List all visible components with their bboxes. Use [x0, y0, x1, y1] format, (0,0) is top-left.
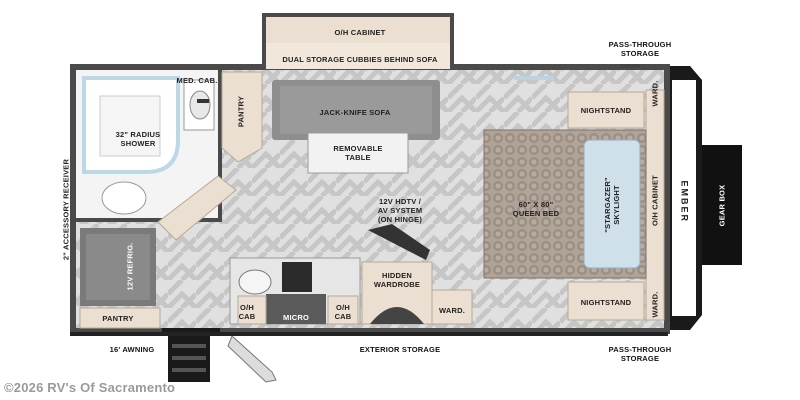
toilet [101, 181, 147, 215]
gear-box-label: GEAR BOX [717, 184, 727, 227]
label-oh-cabinet-top: O/H CABINET [334, 28, 386, 37]
gear-box [702, 145, 742, 265]
label-ward-bottom-center: WARD. [439, 306, 465, 315]
label-med-cab: MED. CAB. [176, 76, 218, 85]
label-ward-top: WARD. [650, 80, 660, 107]
label-micro: MICRO [283, 313, 309, 322]
label-ward-bottom-right: WARD. [650, 291, 660, 318]
label-oh-cab-2: O/H CAB [334, 303, 352, 321]
label-awning: 16' AWNING [109, 345, 155, 354]
label-exterior-storage: EXTERIOR STORAGE [359, 345, 441, 354]
label-radius-shower: 32" RADIUS SHOWER [115, 130, 161, 148]
label-pass-through-bottom: PASS-THROUGH STORAGE [608, 345, 672, 363]
label-pass-through-top: PASS-THROUGH STORAGE [608, 40, 672, 58]
label-oh-cab-1: O/H CAB [238, 303, 256, 321]
pantry-cabinet [221, 71, 263, 163]
nightstand-bottom [567, 281, 645, 321]
label-accessory-receiver: 2" ACCESSORY RECEIVER [61, 158, 71, 261]
label-pantry-left: PANTRY [236, 95, 246, 128]
label-queen-bed: 60" X 80" QUEEN BED [512, 200, 560, 218]
nightstand-top [567, 91, 645, 129]
skylight [583, 139, 641, 269]
entry-door [227, 335, 277, 383]
ward-bottom [431, 289, 473, 325]
watermark: ©2026 RV's Of Sacramento [4, 380, 176, 395]
label-dual-storage: DUAL STORAGE CUBBIES BEHIND SOFA [282, 55, 438, 64]
logo-text: EMBER [679, 180, 690, 224]
label-nightstand-bottom: NIGHTSTAND [580, 298, 632, 307]
stove [282, 262, 312, 292]
label-skylight: "STARGAZER" SKYLIGHT [603, 177, 621, 233]
label-hdtv: 12V HDTV / AV SYSTEM (ON HINGE) [377, 197, 423, 224]
label-jack-knife-sofa: JACK-KNIFE SOFA [319, 108, 391, 117]
label-removable-table: REMOVABLE TABLE [333, 144, 383, 162]
pantry-bottom [79, 307, 161, 329]
removable-table [307, 132, 409, 174]
label-pantry-bottom: PANTRY [102, 314, 134, 323]
label-nightstand-top: NIGHTSTAND [580, 106, 632, 115]
label-hidden-wardrobe: HIDDEN WARDROBE [373, 271, 421, 289]
label-refrig: 12V REFRIG. [125, 242, 135, 291]
microwave [266, 294, 326, 324]
tv-hinge [368, 224, 430, 260]
label-oh-cabinet-right: O/H CABINET [650, 175, 660, 226]
kitchen-sink [238, 269, 272, 295]
diagonal-cabinet [157, 175, 237, 241]
